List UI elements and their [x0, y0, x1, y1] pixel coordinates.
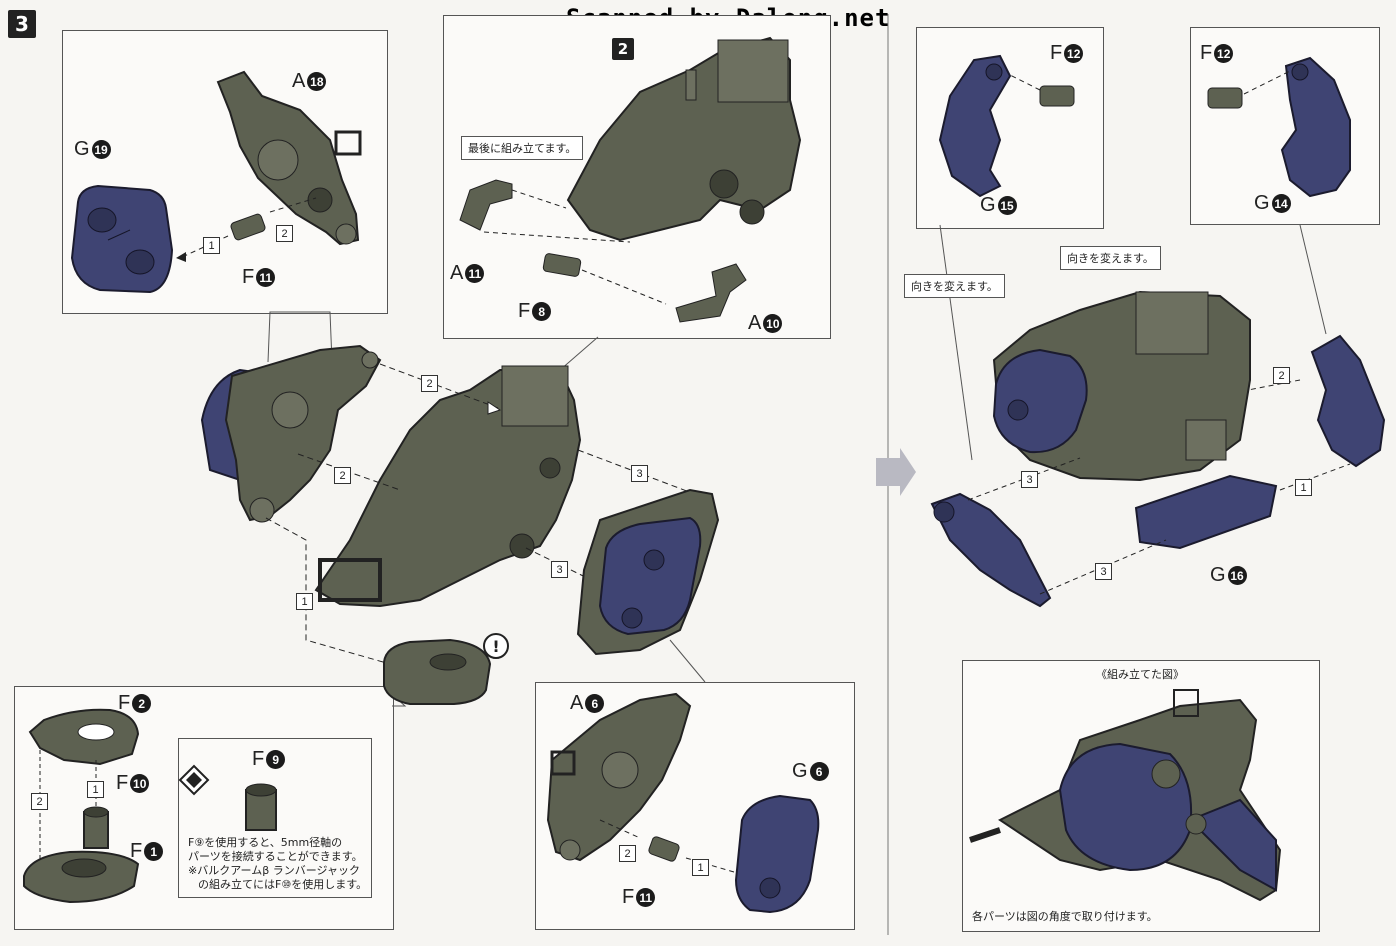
callout-last-assemble: 最後に組み立てます。	[461, 136, 584, 160]
step-number-2: 2	[612, 38, 634, 60]
order-mark-3: 3	[631, 465, 648, 482]
callout-change-direction-right: 向きを変えます。	[1060, 246, 1161, 270]
order-mark-1: 1	[1295, 479, 1312, 496]
order-mark-2: 2	[1273, 367, 1290, 384]
f9-note: F⑨を使用すると、5mm径軸の パーツを接続することができます。 ※バルクアーム…	[188, 836, 367, 892]
order-mark-1: 1	[87, 781, 104, 798]
order-mark-1: 1	[203, 237, 220, 254]
order-mark-3: 3	[1021, 471, 1038, 488]
order-mark-2: 2	[334, 467, 351, 484]
order-mark-2: 2	[421, 375, 438, 392]
order-mark-2: 2	[276, 225, 293, 242]
f9-note-line3: ※バルクアームβ ランバージャック	[188, 864, 360, 877]
step-number-3: 3	[8, 10, 36, 38]
f9-note-line1: F⑨を使用すると、5mm径軸の	[188, 836, 343, 849]
order-mark-1: 1	[692, 859, 709, 876]
order-mark-2: 2	[31, 793, 48, 810]
order-mark-1: 1	[296, 593, 313, 610]
svg-text:!: !	[492, 637, 499, 656]
order-mark-2: 2	[619, 845, 636, 862]
f9-note-line2: パーツを接続することができます。	[188, 850, 363, 863]
assembled-view-title: 《組み立てた図》	[1096, 668, 1184, 681]
order-mark-3: 3	[1095, 563, 1112, 580]
f9-note-line4: の組み立てにはF⑩を使用します。	[198, 878, 368, 891]
callout-change-direction-left: 向きを変えます。	[904, 274, 1005, 298]
assembled-view-note: 各パーツは図の角度で取り付けます。	[972, 910, 1158, 923]
order-mark-3: 3	[551, 561, 568, 578]
